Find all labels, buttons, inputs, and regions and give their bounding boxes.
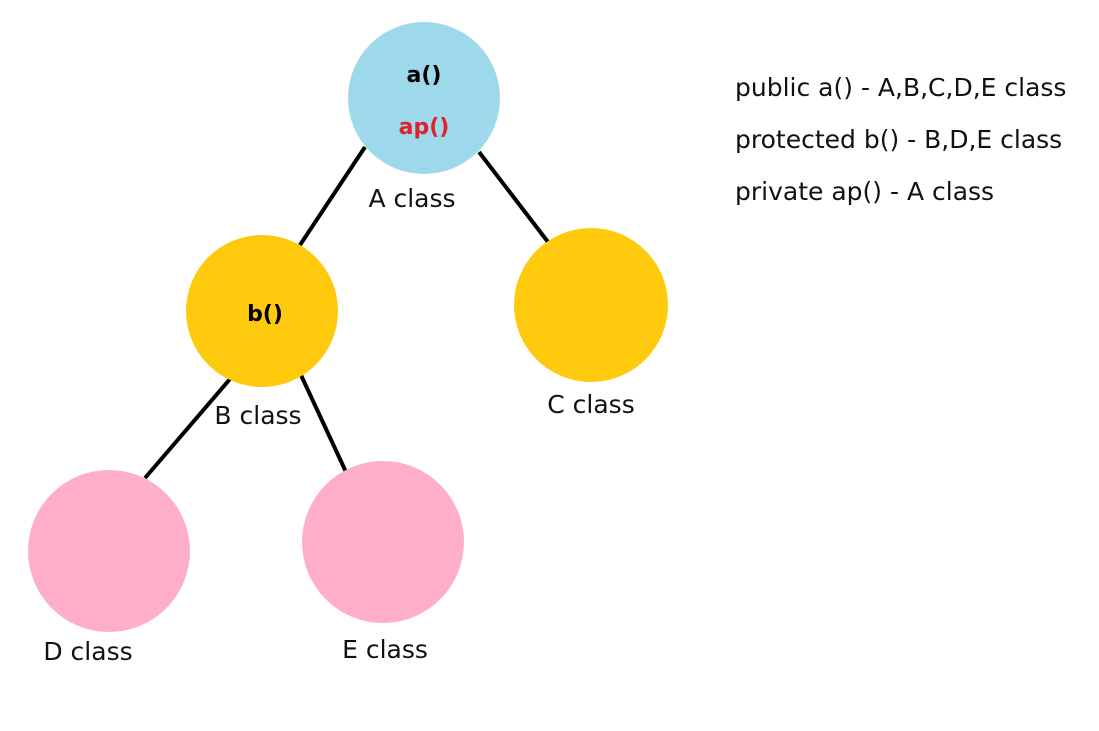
node-e-label: E class xyxy=(342,635,428,664)
access-legend: public a() - A,B,C,D,E class protected b… xyxy=(735,73,1066,206)
edges xyxy=(143,145,550,480)
node-a-method-private: ap() xyxy=(399,115,450,140)
node-c: C class xyxy=(514,228,668,419)
node-b-circle xyxy=(186,235,338,387)
node-c-circle xyxy=(514,228,668,382)
node-b-label: B class xyxy=(214,401,301,430)
node-c-label: C class xyxy=(547,390,634,419)
node-d-label: D class xyxy=(43,637,132,666)
node-e-circle xyxy=(302,461,464,623)
node-e: E class xyxy=(302,461,464,664)
edge-a-b xyxy=(298,145,367,247)
edge-b-e xyxy=(298,372,348,473)
node-a: a() ap() A class xyxy=(348,22,500,213)
legend-line-private: private ap() - A class xyxy=(735,177,994,206)
edge-b-d xyxy=(143,377,232,480)
legend-line-protected: protected b() - B,D,E class xyxy=(735,125,1062,154)
edge-a-c xyxy=(477,150,550,244)
node-a-method-public: a() xyxy=(407,63,442,88)
node-d-circle xyxy=(28,470,190,632)
legend-line-public: public a() - A,B,C,D,E class xyxy=(735,73,1066,102)
node-a-circle xyxy=(348,22,500,174)
node-a-label: A class xyxy=(368,184,455,213)
node-d: D class xyxy=(28,470,190,666)
node-b-method-protected: b() xyxy=(247,302,283,327)
node-b: b() B class xyxy=(186,235,338,430)
